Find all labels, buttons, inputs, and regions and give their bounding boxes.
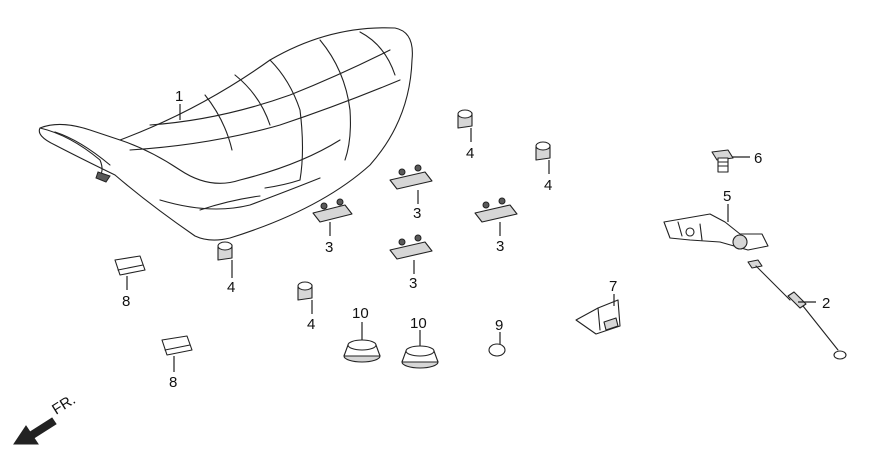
grommet-part (343, 339, 381, 363)
damper-part (312, 198, 353, 223)
clip-nut-part (161, 335, 193, 356)
callout-3: 3 (413, 205, 421, 222)
guide-plate-part (575, 299, 621, 335)
callout-10: 10 (352, 305, 369, 322)
cushion-part (457, 109, 473, 129)
callout-2: 2 (822, 295, 830, 312)
seat-part (38, 27, 413, 241)
callout-7: 7 (609, 278, 617, 295)
bolt-part (711, 149, 734, 173)
callout-1: 1 (175, 88, 183, 105)
callout-10: 10 (410, 315, 427, 332)
front-direction-indicator: FR. (13, 391, 79, 445)
callout-4: 4 (227, 279, 235, 296)
damper-part (474, 197, 518, 223)
front-arrow-icon (13, 417, 57, 445)
cushion-part (297, 281, 313, 301)
callout-3: 3 (409, 275, 417, 292)
damper-part (389, 164, 433, 190)
cushion-part (535, 141, 551, 161)
cushion-part (217, 241, 233, 261)
callout-4: 4 (307, 316, 315, 333)
callout-8: 8 (122, 293, 130, 310)
callout-4: 4 (466, 145, 474, 162)
callout-3: 3 (496, 238, 504, 255)
callout-8: 8 (169, 374, 177, 391)
callout-5: 5 (723, 188, 731, 205)
callout-labels: 1 2 3 3 3 3 4 4 4 4 5 6 7 8 8 9 10 10 (122, 88, 830, 391)
leader-lines (126, 104, 816, 372)
clip-nut-part (114, 255, 146, 276)
callout-3: 3 (325, 239, 333, 256)
callout-6: 6 (754, 150, 762, 167)
grommet-part (401, 345, 439, 369)
front-label: FR. (49, 391, 79, 418)
callout-4: 4 (544, 177, 552, 194)
damper-part (389, 234, 433, 260)
latch-bracket-part (663, 213, 769, 251)
cable-part (747, 259, 847, 360)
callout-9: 9 (495, 317, 503, 334)
o-ring-part (488, 343, 506, 357)
